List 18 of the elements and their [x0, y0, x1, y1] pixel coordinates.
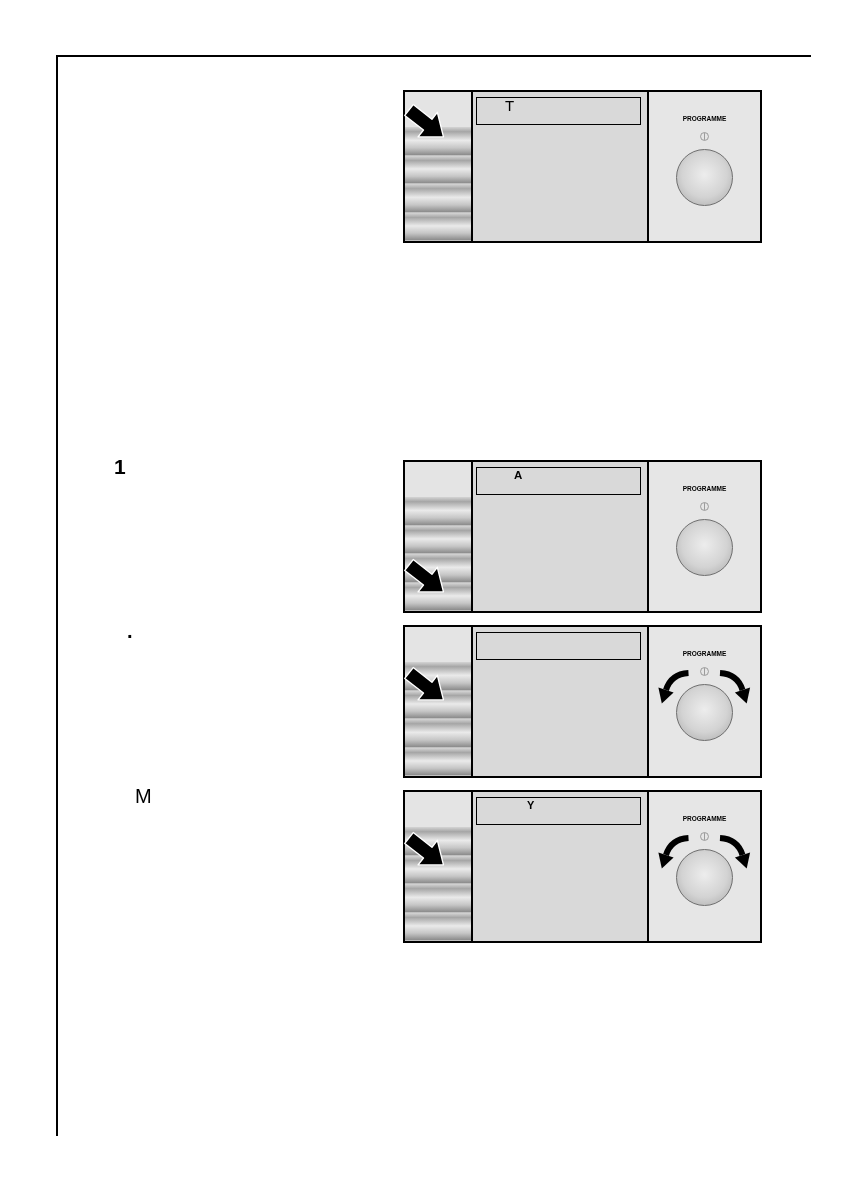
control-panel — [403, 625, 762, 778]
text-fragment: M — [135, 785, 152, 806]
display-window — [476, 467, 641, 495]
knob-panel — [647, 92, 760, 241]
display-window — [476, 97, 641, 125]
step-number: 1 — [114, 455, 126, 477]
display-window — [476, 632, 641, 660]
control-panel — [403, 460, 762, 613]
knob-panel — [647, 462, 760, 611]
text-fragment: . — [127, 620, 133, 641]
knob-panel — [647, 627, 760, 776]
display-character: Y — [527, 799, 535, 811]
display-window — [476, 797, 641, 825]
control-panel — [403, 790, 762, 943]
display-character: T — [505, 98, 515, 113]
control-panel — [403, 90, 762, 243]
display-character: A — [514, 469, 523, 482]
knob-panel — [647, 792, 760, 941]
